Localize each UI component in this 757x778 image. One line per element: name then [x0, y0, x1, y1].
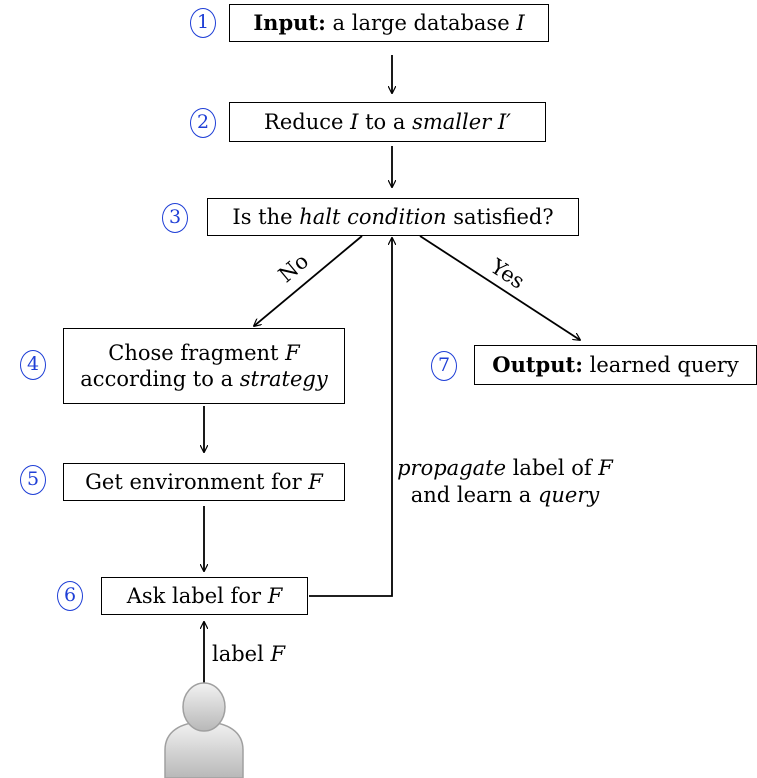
step-box-get-environment: Get environment for F	[63, 463, 345, 501]
step-number-6: 6	[57, 581, 83, 611]
arrow-6-feedback-to-3	[309, 238, 392, 597]
step-label: Output: learned query	[492, 352, 739, 377]
step-box-halt-condition: Is the halt condition satisfied?	[207, 198, 579, 236]
step-number-7: 7	[431, 351, 457, 381]
user-avatar-icon	[164, 682, 244, 778]
feedback-note-line-2: and learn a query	[410, 483, 600, 507]
step-label: Input: a large database I	[253, 10, 525, 35]
step-label: Is the halt condition satisfied?	[232, 205, 554, 229]
user-input-label: label F	[212, 642, 286, 666]
step-box-input: Input: a large database I	[229, 4, 549, 42]
step-label-line-2: according to a strategy	[80, 367, 328, 391]
step-number-4: 4	[20, 350, 46, 380]
step-box-output: Output: learned query	[474, 345, 757, 385]
feedback-note: propagate label of F and learn a query	[385, 455, 625, 509]
step-box-choose-fragment: Chose fragment F according to a strategy	[63, 328, 345, 404]
step-box-ask-label: Ask label for F	[101, 577, 308, 615]
arrow-3-no-to-4	[254, 235, 363, 326]
step-number-1: 1	[190, 8, 216, 38]
step-label: Get environment for F	[85, 470, 323, 494]
step-label-line-1: Chose fragment F	[108, 341, 300, 365]
step-label: Ask label for F	[126, 584, 283, 608]
arrow-3-yes-to-7	[419, 235, 580, 340]
step-label: Reduce I to a smaller I′	[264, 110, 511, 134]
feedback-note-line-1: propagate label of F	[397, 456, 613, 480]
step-number-2: 2	[190, 108, 216, 138]
step-number-5: 5	[20, 465, 46, 495]
step-number-3: 3	[162, 203, 188, 233]
step-box-reduce: Reduce I to a smaller I′	[229, 102, 546, 142]
